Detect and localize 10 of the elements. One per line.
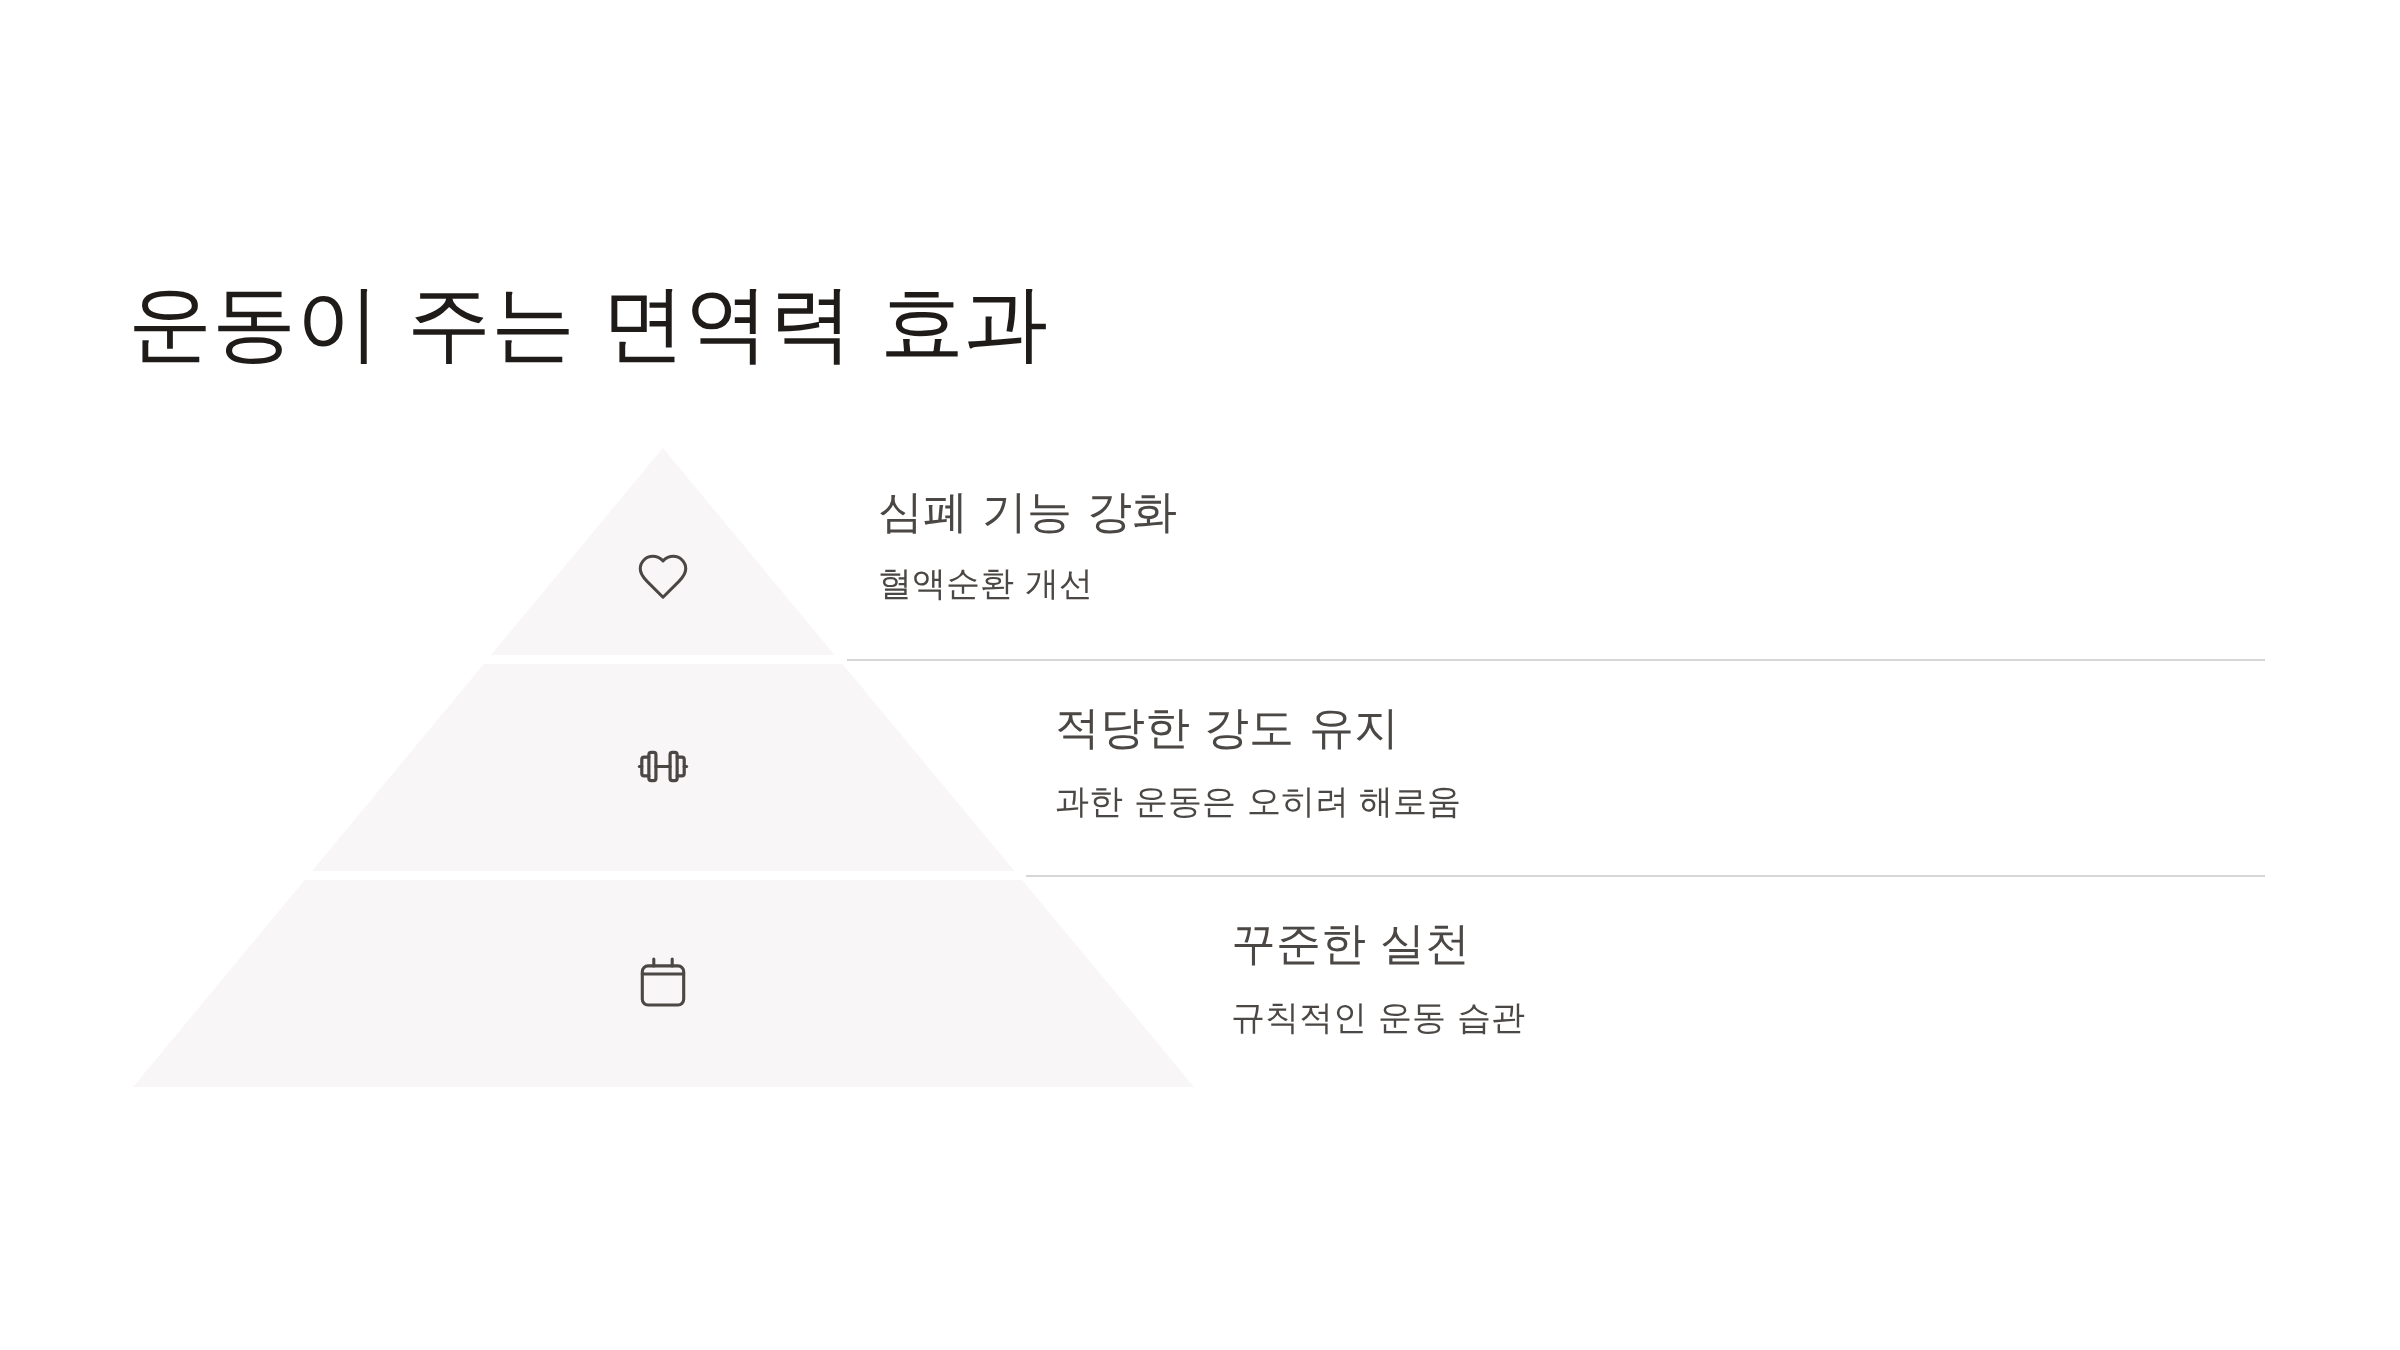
tier-heading: 꾸준한 실천 [1231,917,1471,972]
tier-description: 혈액순환 개선 [878,562,1093,604]
tier-description: 과한 운동은 오히려 해로움 [1055,780,1462,822]
pyramid-tier [311,664,1015,871]
tier-heading: 적당한 강도 유지 [1055,701,1399,756]
pyramid-tier [132,880,1194,1087]
tier-heading: 심폐 기능 강화 [878,485,1177,540]
tier-description: 규칙적인 운동 습관 [1231,996,1525,1038]
title: 운동이 주는 면역력 효과 [128,272,1049,374]
pyramid-tier [491,448,835,655]
